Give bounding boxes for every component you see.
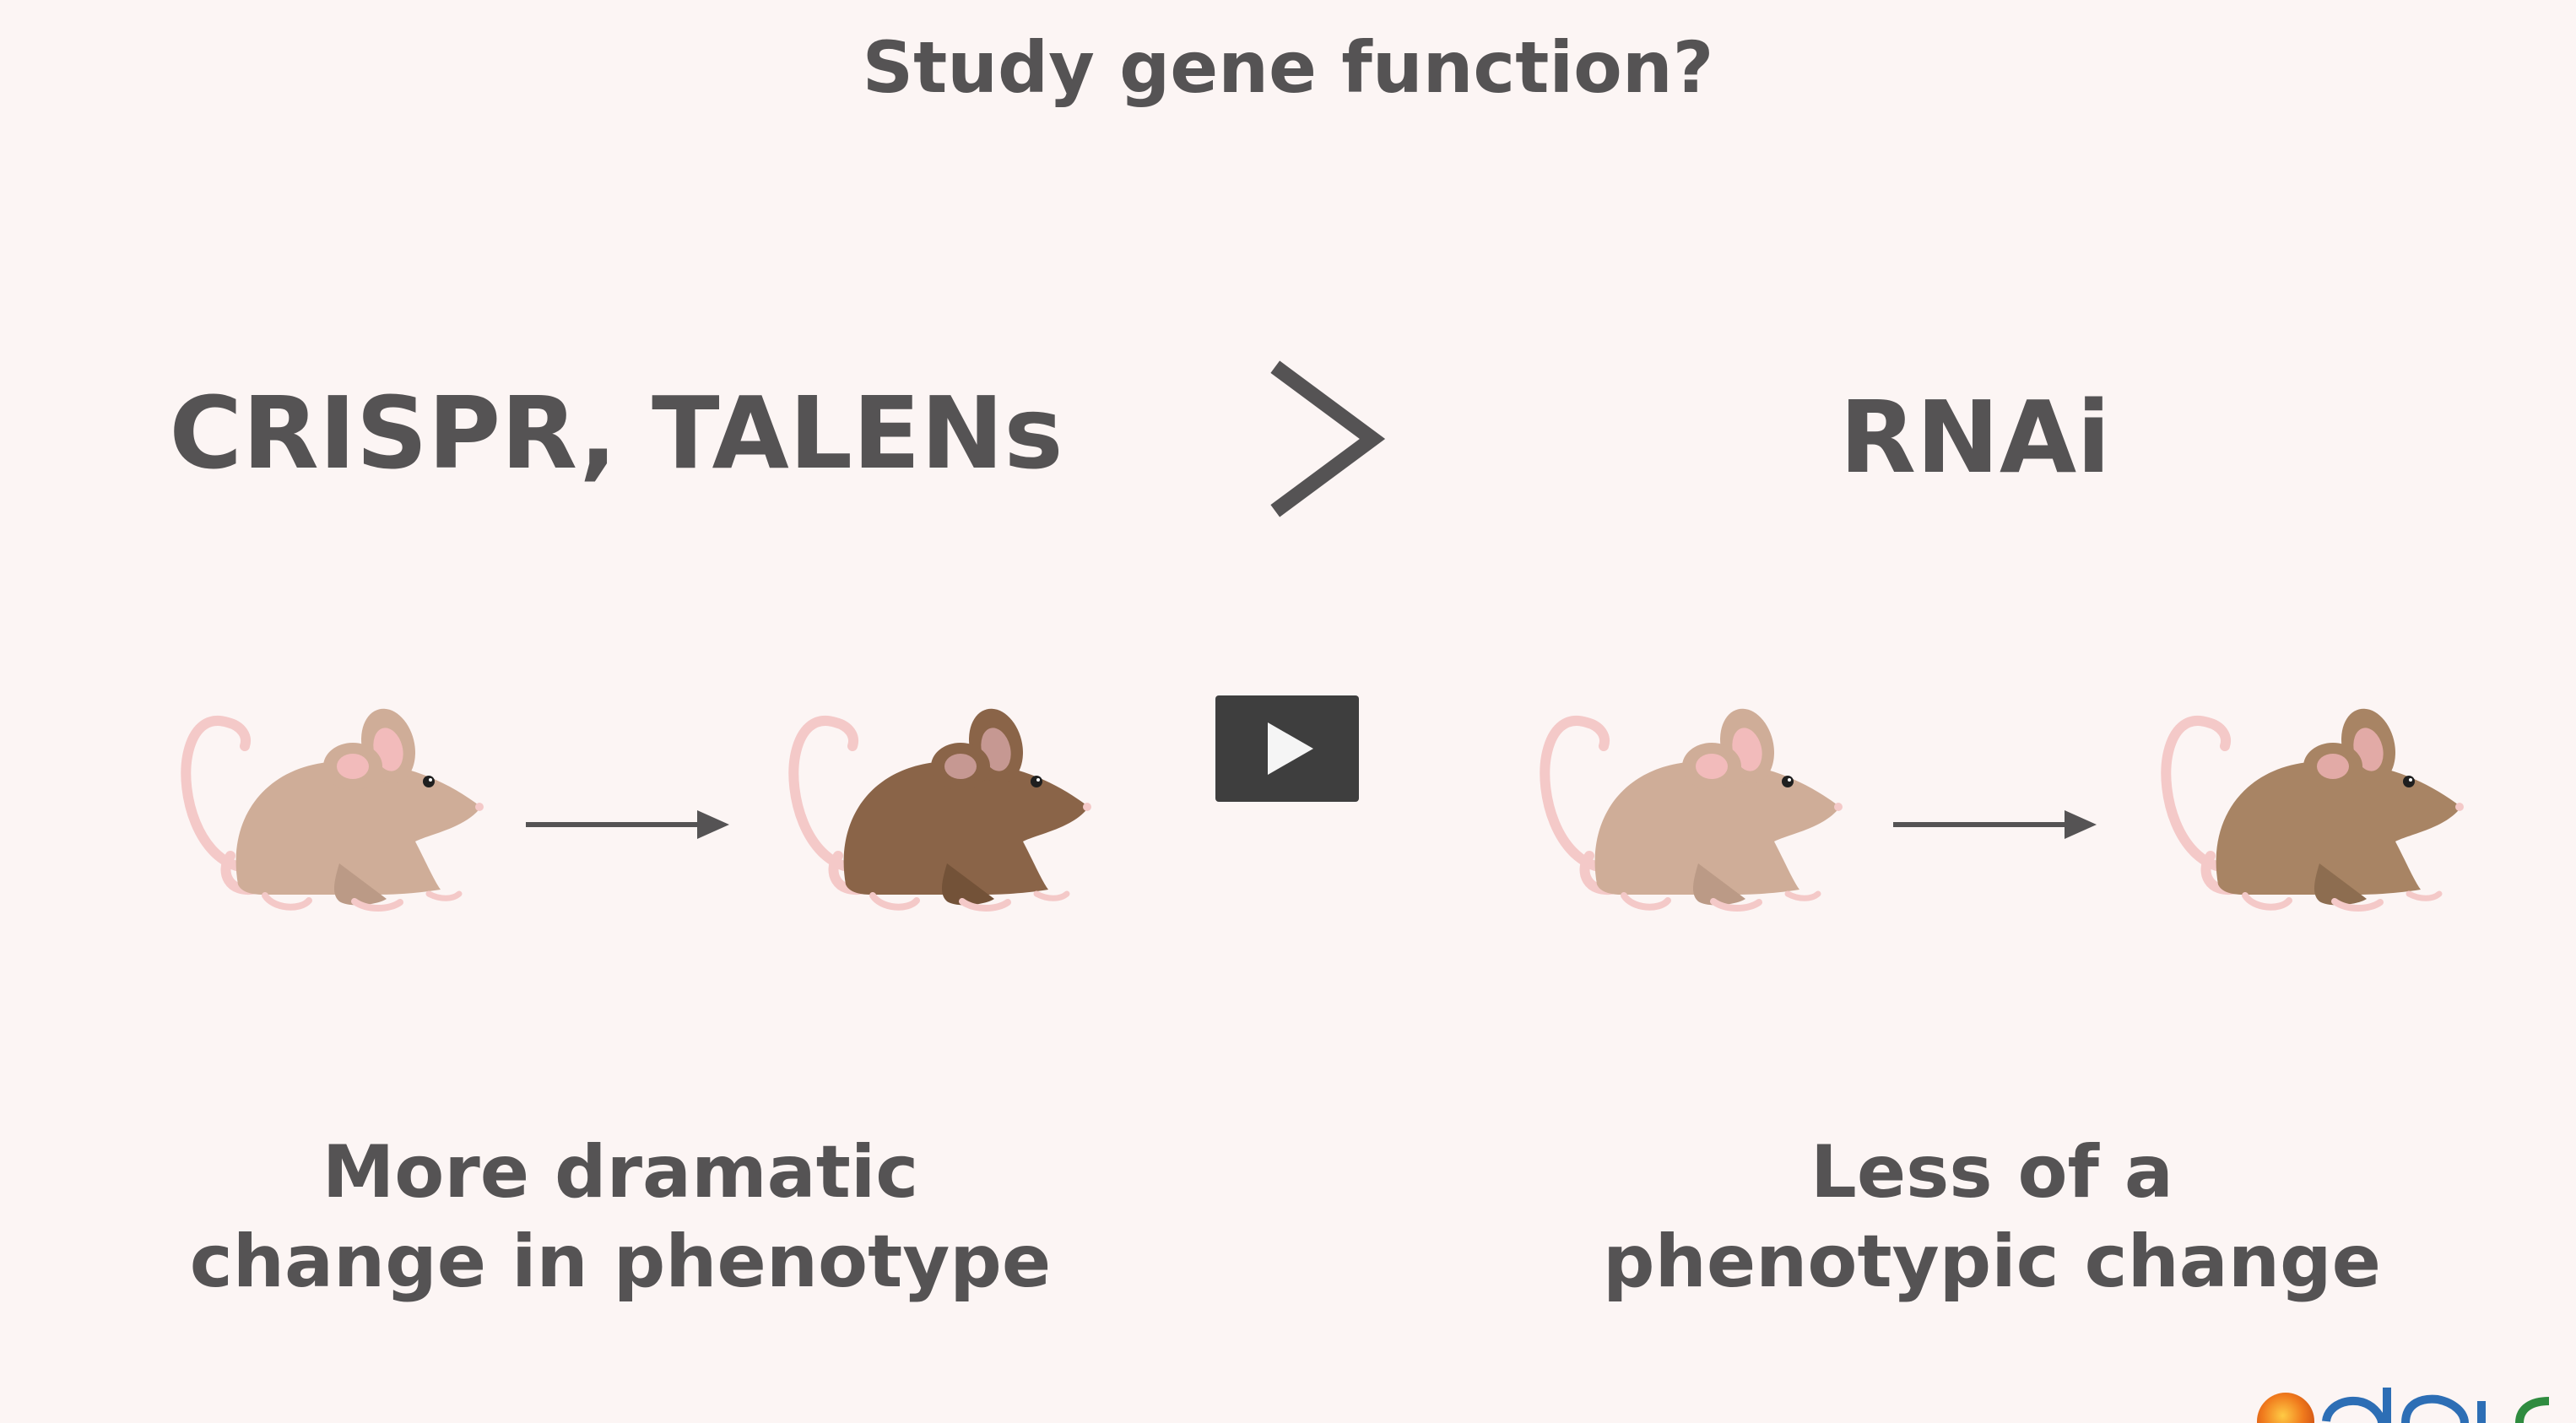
mouse-icon — [2161, 708, 2464, 912]
right-caption-line-2: phenotypic change — [1603, 1220, 2381, 1304]
greater-than-icon — [1270, 360, 1386, 517]
play-button[interactable] — [1215, 695, 1359, 802]
mouse-icon — [1540, 708, 1843, 912]
slide-title: Study gene function? — [862, 26, 1714, 109]
mouse-icon — [181, 708, 484, 912]
logo-mark — [2257, 1388, 2550, 1423]
left-caption-line-2: change in phenotype — [189, 1220, 1052, 1304]
right-caption-line-1: Less of a — [1810, 1130, 2173, 1215]
left-caption-line-1: More dramatic — [322, 1130, 919, 1215]
right-caption: Less of a phenotypic change — [1528, 1128, 2456, 1307]
right-arrow-icon — [1893, 810, 2097, 839]
left-method-label: CRISPR, TALENs — [169, 375, 1063, 491]
right-arrow-icon — [526, 810, 729, 839]
left-caption: More dramatic change in phenotype — [143, 1128, 1097, 1307]
play-icon — [1268, 722, 1313, 775]
right-method-label: RNAi — [1839, 379, 2111, 495]
mouse-icon — [788, 708, 1091, 912]
